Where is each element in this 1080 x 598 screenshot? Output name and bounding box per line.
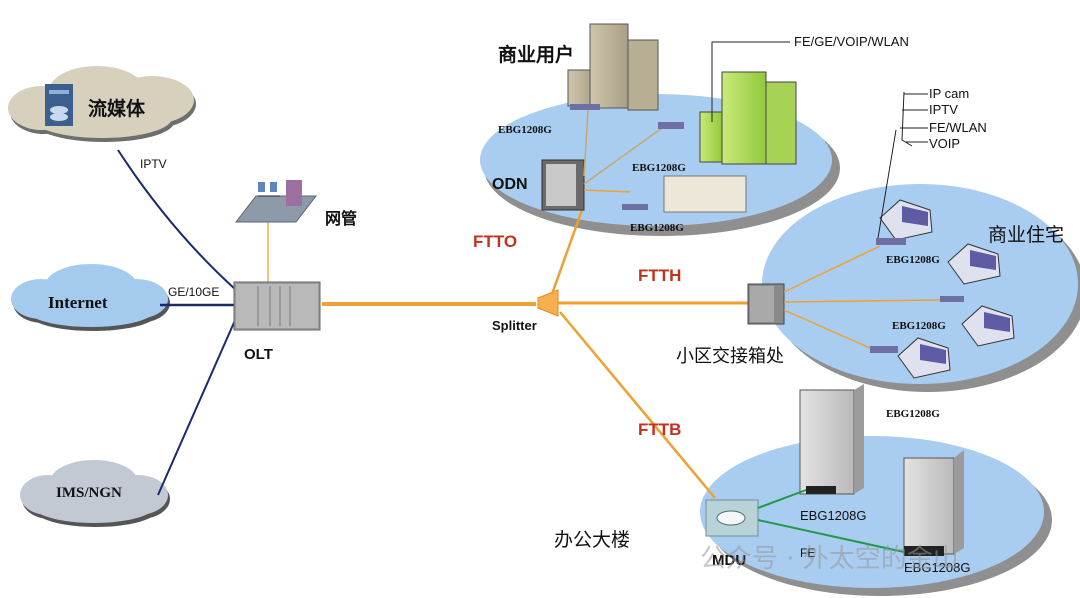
- media-server-icon: [45, 84, 73, 126]
- onu-label-res-1: EBG1208G: [886, 254, 940, 266]
- onu-label-biz-3: EBG1208G: [630, 222, 684, 234]
- office-tower-grey-2: [903, 450, 964, 556]
- res-service-bracket: [877, 91, 928, 239]
- cloud-label-ims: IMS/NGN: [56, 485, 122, 501]
- onu-label-biz-2: EBG1208G: [632, 162, 686, 174]
- office-eth-1: [757, 489, 807, 509]
- odn-drop-1: [583, 109, 589, 177]
- onu-label-res-3: EBG1208G: [886, 408, 940, 420]
- odn-drop-2: [583, 127, 663, 185]
- ftth-label: FTTH: [638, 266, 682, 285]
- nms-label: 网管: [325, 209, 358, 228]
- office-tower-tan: [567, 23, 659, 111]
- res-service-iptv: IPTV: [929, 102, 958, 117]
- area-label-business-users: 商业用户: [498, 44, 575, 66]
- iptv-link: [117, 149, 237, 291]
- res-drop-3: [783, 309, 871, 349]
- res-service-fewlan: FE/WLAN: [929, 120, 987, 135]
- office-tower-green: [699, 71, 797, 165]
- area-label-office-building: 办公大楼: [554, 529, 631, 551]
- ims-link: [157, 317, 237, 496]
- fe-link-label: FE: [800, 546, 816, 560]
- watermark: 公众号 · 外太空的金山: [700, 544, 959, 574]
- onu-label-office-2: EBG1208G: [904, 560, 971, 575]
- cloud-label-internet: Internet: [48, 293, 108, 312]
- odn-drop-3: [583, 189, 631, 193]
- onu-label-biz-1: EBG1208G: [498, 124, 552, 136]
- cloud-label-streaming: 流媒体: [88, 98, 146, 120]
- biz-service-callout: [711, 41, 790, 122]
- cabinet-label: 小区交接箱处: [676, 346, 784, 367]
- splitter-label: Splitter: [492, 318, 537, 333]
- office-tower-grey-1: [799, 384, 864, 495]
- onu-biz-2: [658, 122, 684, 129]
- onu-res-3: [870, 346, 898, 353]
- onu-res-1: [876, 238, 906, 245]
- odn-label: ODN: [492, 176, 528, 193]
- onu-biz-3: [622, 204, 648, 210]
- nms-workstation-icon: [234, 180, 318, 223]
- res-drop-1: [783, 245, 881, 293]
- olt-label: OLT: [244, 346, 273, 363]
- res-service-voip: VOIP: [929, 136, 961, 151]
- office-eth-2: [757, 519, 905, 553]
- ftto-label: FTTO: [473, 232, 518, 251]
- uplink-label: GE/10GE: [168, 285, 220, 299]
- onu-res-2: [940, 296, 964, 302]
- low-building: [663, 175, 747, 213]
- cabinet-box-icon: [747, 283, 785, 325]
- ftto-fiber: [550, 209, 584, 295]
- fttb-label: FTTB: [638, 420, 682, 439]
- fttb-fiber: [559, 311, 716, 499]
- onu-label-res-2: EBG1208G: [892, 320, 946, 332]
- splitter-icon: [537, 289, 559, 317]
- mdu-label: MDU: [712, 552, 747, 569]
- odn-cabinet-icon: [541, 159, 585, 211]
- olt-device-icon: [233, 281, 321, 331]
- area-label-business-residential: 商业住宅: [988, 224, 1065, 246]
- res-service-ipcam: IP cam: [929, 86, 970, 101]
- iptv-link-label: IPTV: [140, 157, 167, 171]
- res-drop-2: [783, 299, 941, 303]
- streaming-cloud: [8, 66, 196, 142]
- business-services-label: FE/GE/VOIP/WLAN: [794, 34, 909, 49]
- mdu-device-icon: [705, 499, 759, 537]
- ims-ngn-cloud: [20, 460, 170, 527]
- internet-cloud: [11, 264, 170, 331]
- onu-label-office-1: EBG1208G: [800, 508, 867, 523]
- house-roofs: [902, 206, 1010, 364]
